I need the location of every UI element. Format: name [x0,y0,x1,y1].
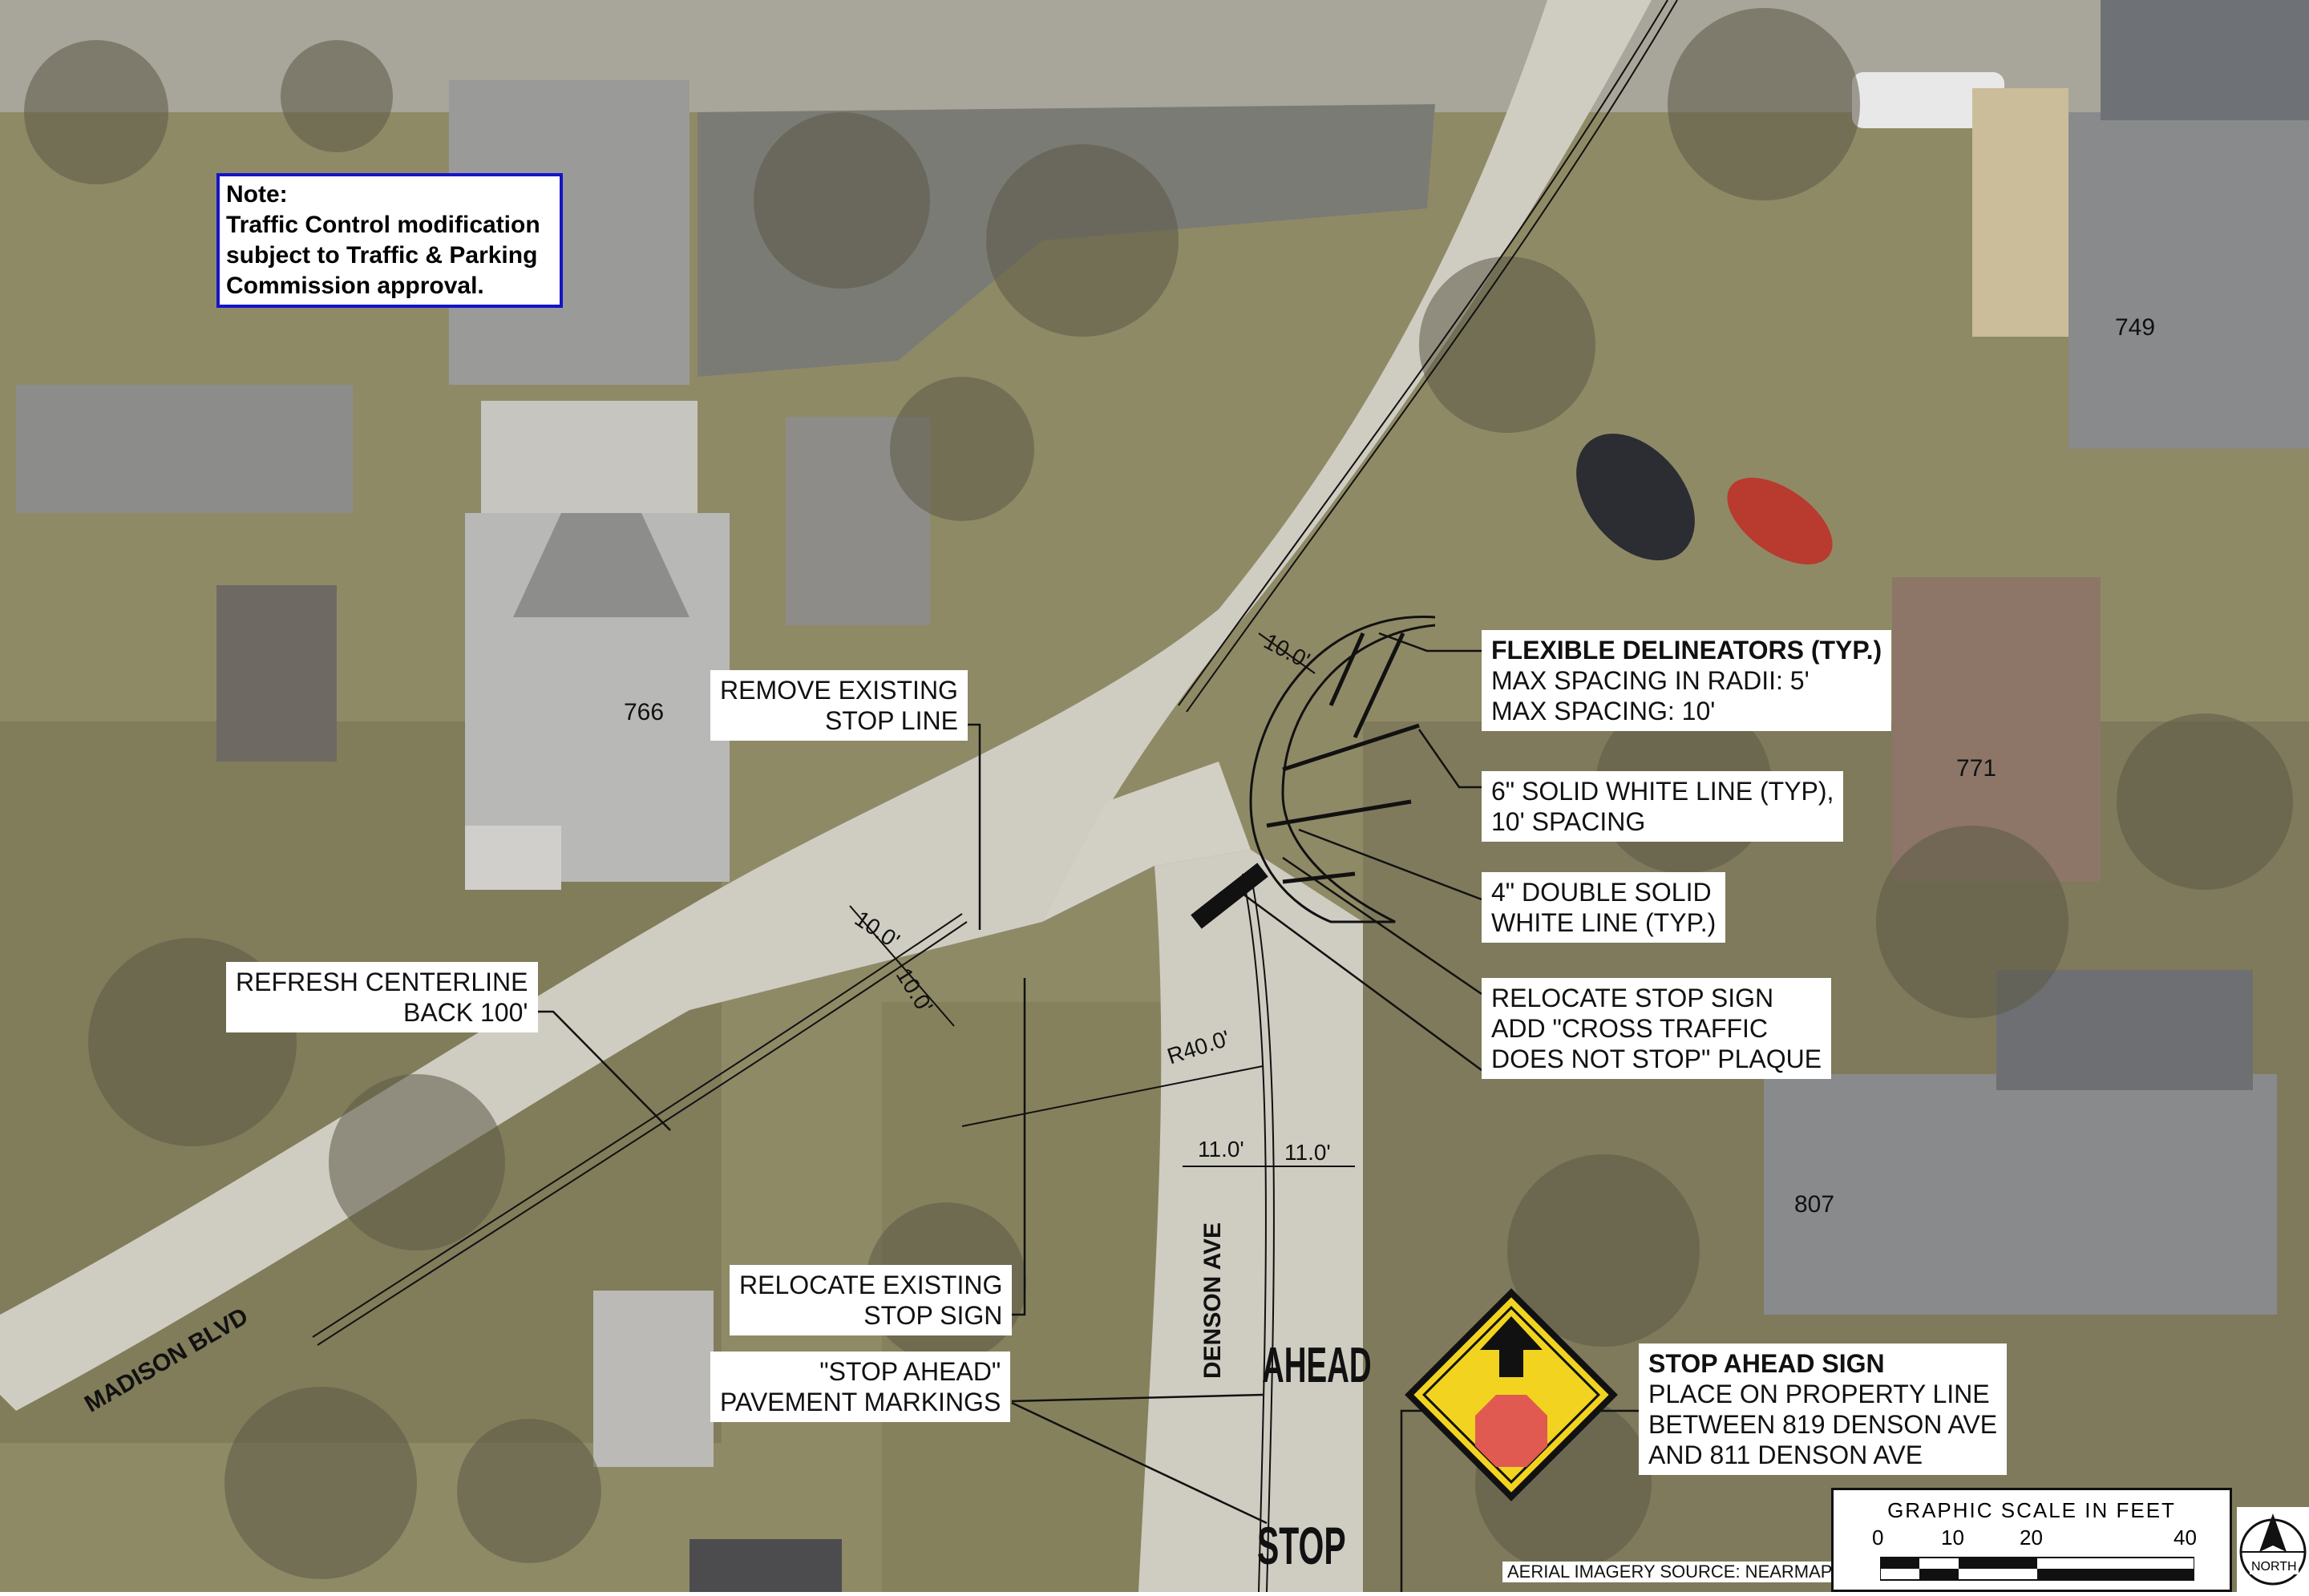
graphic-scale: GRAPHIC SCALE IN FEET 0 10 20 40 [1831,1488,2232,1592]
callout-relocate-existing-stop-sign: RELOCATE EXISTING STOP SIGN [730,1265,1013,1335]
dimension-lane-right: 11.0' [1284,1140,1331,1165]
imagery-source: AERIAL IMAGERY SOURCE: NEARMAP [1502,1562,1838,1582]
denson-ave-pavement [1138,850,1363,1592]
house-roof [16,385,353,513]
tree-canopy [24,8,2293,1579]
shed-roof [465,826,561,890]
car-dark [1576,434,1695,560]
house-749-roof [2068,112,2309,449]
note-line: Traffic Control modification [226,212,540,238]
dimension-lane-left: 11.0' [1198,1137,1244,1162]
denson-centerline [1242,873,1267,1592]
callout-double-solid-white: 4" DOUBLE SOLID WHITE LINE (TYP.) [1482,872,1726,943]
scale-tick: 0 [1872,1525,1884,1550]
madison-centerline-sw [312,913,963,1338]
house-roof [593,1291,714,1467]
note-box: Note: Traffic Control modification subje… [216,173,563,308]
note-line: subject to Traffic & Parking [226,242,538,269]
address-807: 807 [1794,1191,1835,1218]
sign-arrow [1480,1316,1543,1377]
address-771: 771 [1956,755,1997,782]
scale-bar [1880,1557,2194,1581]
intersection-pavement [1042,762,1251,922]
house-roof [216,585,337,762]
madison-centerline [1178,0,1668,706]
house-roof [481,401,698,513]
house-roof [689,1539,842,1592]
callout-remove-stop-line: REMOVE EXISTING STOP LINE [710,670,968,741]
callout-flexible-delineators: FLEXIBLE DELINEATORS (TYP.) MAX SPACING … [1482,630,1892,731]
island-curve [1249,616,1436,923]
stop-bar [1191,863,1268,929]
scale-title: GRAPHIC SCALE IN FEET [1887,1498,2176,1522]
car-white [1852,72,2004,128]
north-arrow-icon [2239,1513,2307,1586]
address-766: 766 [624,699,665,725]
madison-blvd-pavement [0,0,1652,1411]
car-red [1727,477,1833,565]
note-heading: Note: [226,181,288,208]
house-807-roof [1764,1074,2277,1315]
scale-tick: 10 [1941,1525,1964,1550]
stop-ahead-sign [1405,1288,1618,1501]
house-749-roof-top [2101,0,2309,120]
pavement-marking-stop: STOP [1257,1516,1346,1575]
north-arrow: NORTH [2237,1507,2309,1592]
north-label: NORTH [2250,1560,2299,1574]
address-749: 749 [2115,314,2156,341]
proposed-markings [312,0,1678,1592]
driveway [1972,88,2068,337]
callout-solid-white-line: 6" SOLID WHITE LINE (TYP), 10' SPACING [1482,771,1844,842]
callout-stop-ahead-sign: STOP AHEAD SIGN PLACE ON PROPERTY LINE B… [1639,1343,2008,1475]
denson-centerline [1250,873,1275,1592]
pavement-marking-ahead: AHEAD [1262,1338,1372,1393]
house-roof-ridge [513,513,689,617]
callout-stop-ahead-markings: "STOP AHEAD" PAVEMENT MARKINGS [710,1352,1011,1422]
madison-centerline [1186,0,1678,713]
note-line: Commission approval. [226,273,484,299]
road-label-denson: DENSON AVE [1199,1222,1226,1379]
callout-relocate-stop-sign: RELOCATE STOP SIGN ADD "CROSS TRAFFIC DO… [1482,978,1832,1079]
sign-octagon [1475,1395,1547,1467]
scale-tick: 20 [2020,1525,2043,1550]
scale-tick: 40 [2174,1525,2197,1550]
leader-lines [536,632,1642,1592]
callout-refresh-centerline: REFRESH CENTERLINE BACK 100' [226,962,538,1032]
madison-centerline-sw [317,921,968,1346]
